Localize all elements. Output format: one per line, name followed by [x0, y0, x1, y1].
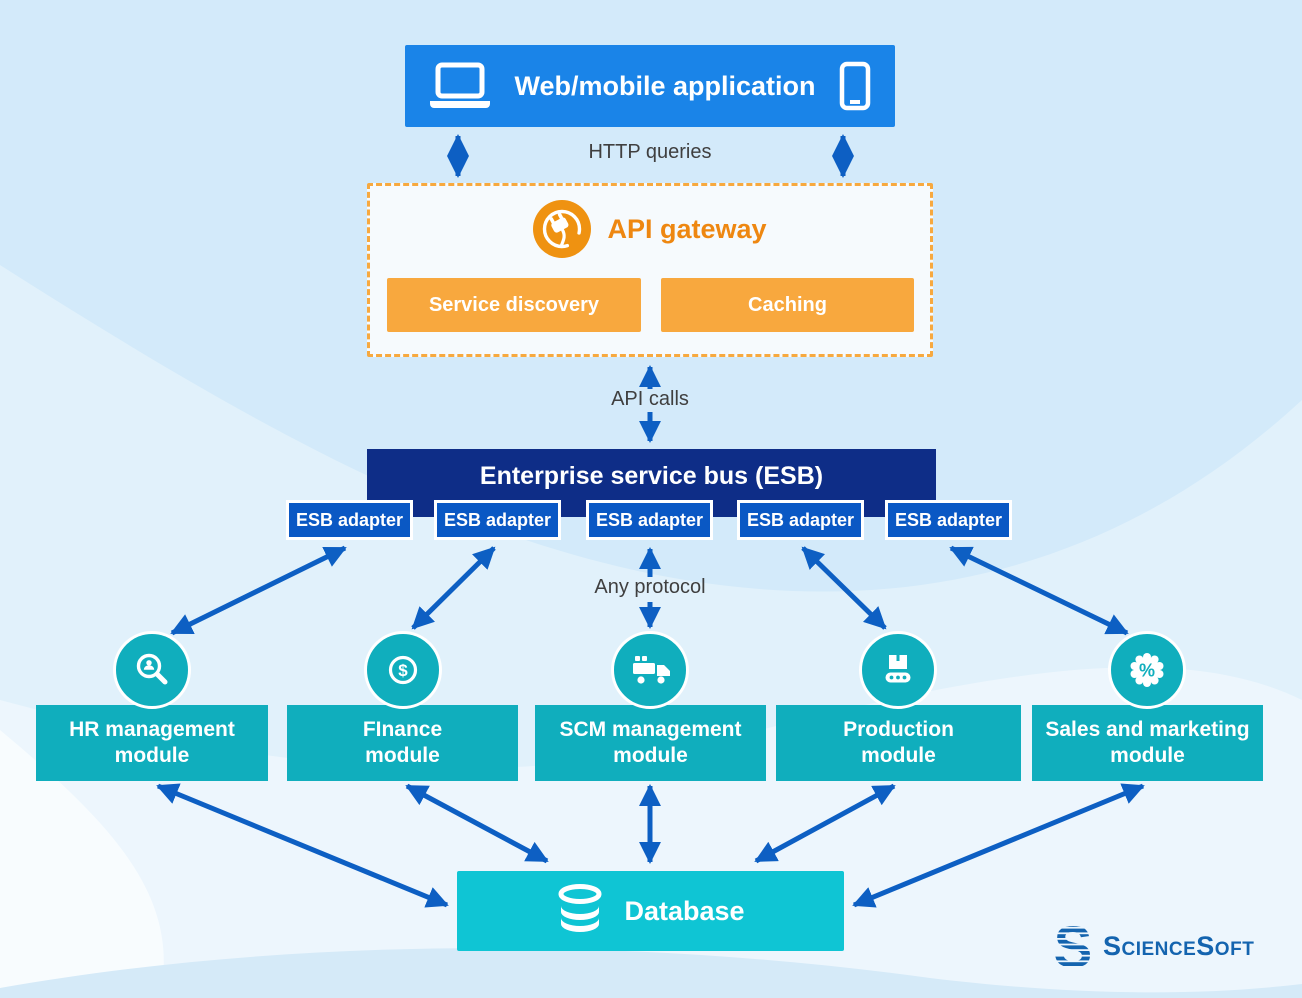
- percent-badge-icon: %: [1108, 631, 1186, 709]
- esb-adapter-4: ESB adapter: [737, 500, 864, 540]
- laptop-icon: [429, 62, 491, 110]
- module-label-line1: HR management: [69, 718, 235, 742]
- sciencesoft-logo-text: ScienceSoft: [1103, 931, 1254, 962]
- svg-text:%: %: [1139, 661, 1155, 681]
- module-label-line1: Sales and marketing: [1045, 718, 1250, 742]
- person-search-icon: [113, 631, 191, 709]
- arrow-hr-database: [156, 783, 449, 908]
- esb-adapter-2: ESB adapter: [434, 500, 561, 540]
- delivery-truck-icon: [611, 631, 689, 709]
- module-label-line2: module: [613, 744, 688, 767]
- sciencesoft-logo-mark-icon: S: [1052, 923, 1094, 969]
- caching-button: Caching: [661, 278, 914, 332]
- module-label-line2: module: [365, 744, 440, 767]
- esb-label: Enterprise service bus (ESB): [479, 462, 824, 490]
- sciencesoft-logo: S ScienceSoft: [1052, 923, 1254, 969]
- arrow-production-database: [754, 783, 896, 864]
- http-queries-label: HTTP queries: [588, 141, 712, 163]
- service-discovery-button: Service discovery: [387, 278, 641, 332]
- any-protocol-label: Any protocol: [594, 576, 706, 598]
- module-label-line1: FInance: [362, 718, 443, 742]
- smartphone-icon: [839, 61, 871, 111]
- conveyor-package-icon: [859, 631, 937, 709]
- module-label-line1: SCM management: [559, 718, 742, 742]
- api-calls-label: API calls: [611, 388, 689, 410]
- sales-marketing-module-box: Sales and marketing module: [1032, 705, 1263, 781]
- svg-text:$: $: [398, 661, 408, 680]
- api-gateway-title: API gateway: [607, 213, 767, 244]
- arrow-adapter5-sales: [949, 545, 1129, 636]
- logo-text-science: Science: [1103, 930, 1197, 961]
- production-module-box: Production module: [776, 705, 1021, 781]
- database-label: Database: [624, 895, 745, 926]
- module-label-line2: module: [114, 744, 190, 767]
- module-label-line1: Production: [843, 718, 954, 742]
- esb-adapter-5: ESB adapter: [885, 500, 1012, 540]
- esb-adapter-3: ESB adapter: [586, 500, 713, 540]
- plug-icon: [533, 200, 592, 258]
- finance-module-box: FInance module: [287, 705, 518, 781]
- web-app-label: Web/mobile application: [514, 70, 816, 101]
- hr-management-module-box: HR management module: [36, 705, 268, 781]
- esb-adapter-1: ESB adapter: [286, 500, 413, 540]
- scm-management-module-box: SCM management module: [535, 705, 766, 781]
- database-icon: [556, 883, 604, 939]
- module-label-line2: module: [1110, 744, 1185, 767]
- logo-text-soft: Soft: [1196, 930, 1255, 961]
- dollar-icon: $: [364, 631, 442, 709]
- database-box: Database: [457, 871, 844, 951]
- arrow-adapter4-production: [801, 546, 887, 630]
- api-gateway-header: API gateway: [370, 200, 930, 258]
- arrow-sales-database: [852, 783, 1145, 908]
- web-mobile-application-box: Web/mobile application: [405, 45, 895, 127]
- arrow-adapter2-finance: [411, 546, 496, 630]
- arrow-finance-database: [405, 783, 549, 864]
- arrow-adapter1-hr: [170, 545, 347, 636]
- module-label-line2: module: [861, 744, 936, 767]
- api-gateway-box: API gateway Service discovery Caching: [367, 183, 933, 357]
